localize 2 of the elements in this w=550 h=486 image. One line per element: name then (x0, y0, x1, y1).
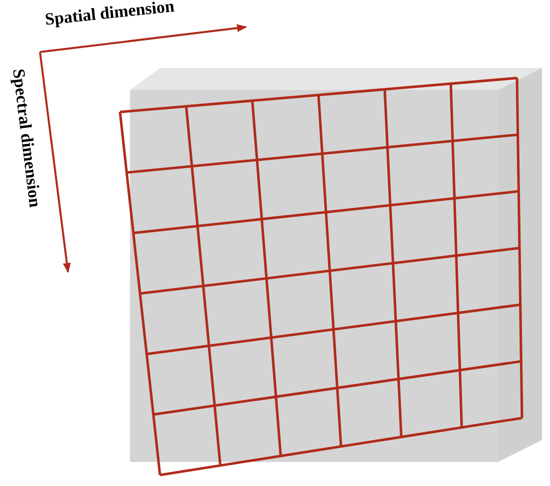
axis-label: Spatial dimension (44, 0, 176, 30)
axis-label: Spectral dimension (8, 68, 45, 209)
